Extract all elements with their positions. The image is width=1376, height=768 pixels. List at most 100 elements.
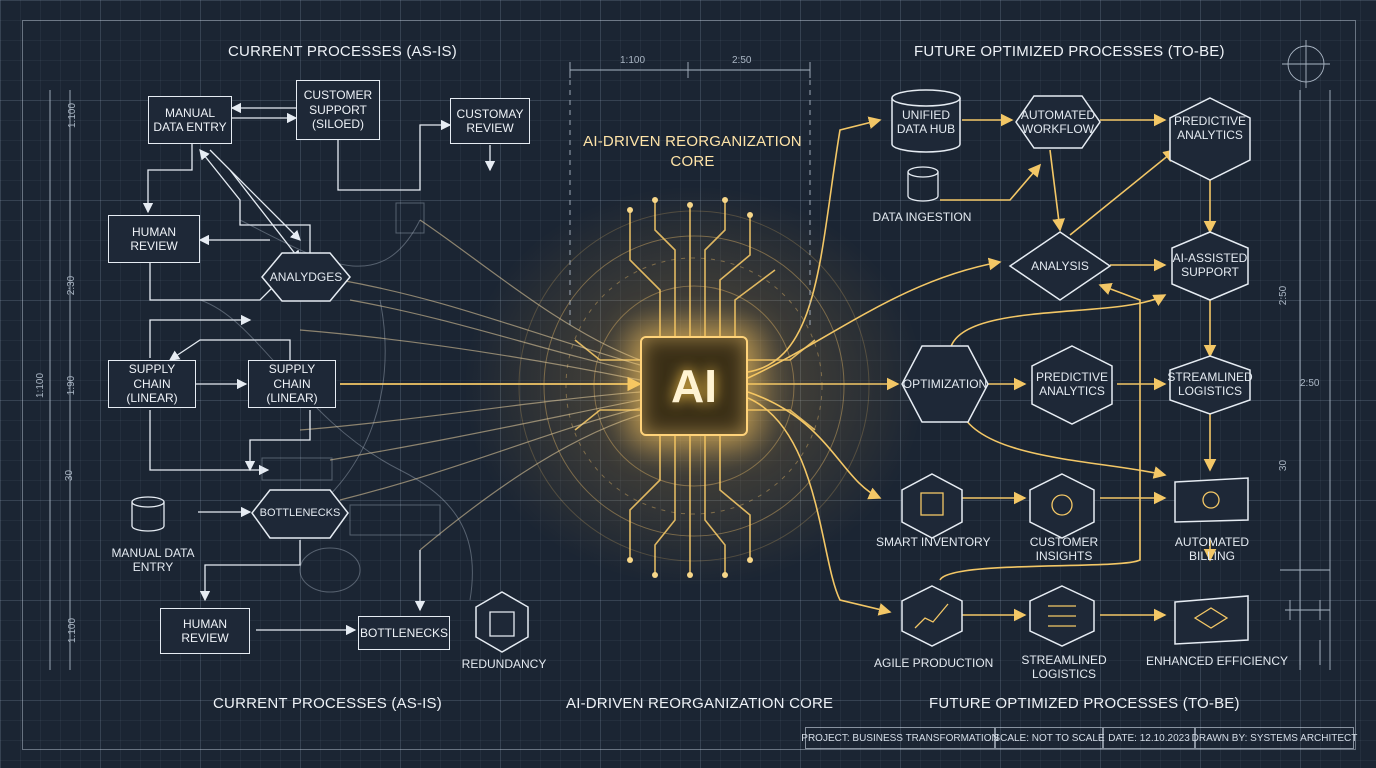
title-block-drawn-by: DRAWN BY: SYSTEMS ARCHITECT (1192, 727, 1357, 749)
flow-line (299, 391, 641, 431)
streamlined-logistics-label-2: STREAMLINED LOGISTICS (1021, 653, 1107, 682)
title-block-scale: SCALE: NOT TO SCALE (993, 727, 1105, 749)
circuit-trace (704, 436, 726, 575)
database-icon (907, 166, 939, 178)
box-icon (920, 492, 944, 516)
streamlined-logistics-hexagon (1169, 355, 1251, 415)
circuit-trace (719, 436, 751, 560)
tangle-line (239, 219, 421, 267)
human-review-box-1: HUMAN REVIEW (108, 215, 200, 263)
data-ingestion-label: DATA INGESTION (872, 210, 972, 224)
predictive-analytics-label-1: PREDICTIVE ANALYTICS (1173, 114, 1246, 143)
trace-node (687, 572, 693, 578)
customer-insights-hexagon (1029, 473, 1095, 539)
to-be-flow (1049, 149, 1065, 232)
tangle-rect (349, 504, 441, 536)
trace-node (652, 197, 658, 203)
dim-right-a: 2:50 (1278, 285, 1290, 306)
streamlined-logistics-label-1: STREAMLINED LOGISTICS (1167, 370, 1253, 399)
dim-left-e: 30 (64, 469, 76, 482)
analysis-label: ANALYSIS (1031, 259, 1089, 273)
dim-top-left: 1:100 (620, 55, 646, 66)
growth-chart-icon (914, 603, 949, 629)
analyses-label: ANALYDGES (269, 270, 343, 284)
dim-left-d: 1:90 (66, 375, 78, 396)
dim-left-b: 2:30 (66, 275, 78, 296)
unified-data-hub-cylinder (891, 98, 961, 153)
trace-node (722, 197, 728, 203)
circuit-trace (734, 269, 776, 336)
predictive-analytics-hexagon (1169, 97, 1251, 181)
dim-right-c: 30 (1278, 459, 1290, 472)
circuit-trace (654, 200, 676, 336)
tangle-ellipse (299, 547, 361, 593)
logistics-icon (1048, 605, 1076, 627)
tangle-rect (395, 202, 425, 234)
to-be-flow (1069, 148, 1177, 236)
gear-icon (1202, 491, 1220, 509)
database-icon-small (489, 611, 515, 637)
human-review-box-2: HUMAN REVIEW (160, 608, 250, 654)
trace-node (747, 557, 753, 563)
to-be-flow (949, 294, 1167, 351)
as-is-footer: CURRENT PROCESSES (AS-IS) (213, 695, 442, 712)
trace-node (627, 207, 633, 213)
flow-line (419, 414, 641, 551)
circuit-trace (704, 200, 726, 336)
core-ring (593, 285, 795, 487)
database-stack-icon (131, 496, 165, 508)
flow-line (339, 407, 641, 501)
as-is-connector (244, 410, 311, 472)
automated-workflow-label: AUTOMATED WORKFLOW (1020, 108, 1096, 137)
circuit-trace (654, 436, 676, 575)
symbol-marks (1280, 569, 1330, 665)
dimension-line (569, 62, 811, 78)
supply-chain-box-2: SUPPLY CHAIN (LINEAR) (248, 360, 336, 408)
automated-billing-frame (1174, 477, 1249, 523)
bottlenecks-label-1: BOTTLENECKS (259, 507, 341, 519)
as-is-connector (199, 540, 301, 602)
insight-icon (1051, 494, 1073, 516)
title-block-project: PROJECT: BUSINESS TRANSFORMATION (801, 727, 999, 749)
to-be-flow (747, 257, 1002, 379)
flow-line (419, 219, 641, 361)
core-ring (565, 257, 823, 515)
agile-production-hexagon (901, 585, 963, 647)
drawing-frame (22, 20, 1356, 750)
as-is-connector (168, 339, 291, 361)
enhanced-efficiency-frame (1174, 595, 1249, 645)
manual-data-entry-box: MANUAL DATA ENTRY (148, 96, 232, 144)
analysis-diamond (1008, 231, 1112, 301)
as-is-connector (142, 144, 193, 214)
customer-review-box: CUSTOMAY REVIEW (450, 98, 530, 144)
tangle-line (299, 299, 386, 521)
agile-production-label: AGILE PRODUCTION (874, 656, 994, 670)
as-is-connector (149, 314, 252, 358)
as-is-connector (199, 148, 311, 255)
core-ring (518, 210, 870, 562)
enhanced-efficiency-label: ENHANCED EFFICIENCY (1146, 654, 1289, 668)
customer-insights-label: CUSTOMER INSIGHTS (1029, 535, 1099, 564)
circuit-trace (748, 409, 816, 431)
trace-node (687, 202, 693, 208)
supply-chain-box-1: SUPPLY CHAIN (LINEAR) (108, 360, 196, 408)
title-block-date: DATE: 12.10.2023 (1103, 727, 1195, 749)
cylinder-top (891, 89, 961, 107)
customer-support-box: CUSTOMER SUPPORT (SILOED) (296, 80, 380, 140)
tangle-rect (261, 457, 333, 481)
circuit-trace (719, 215, 751, 336)
flow-line (349, 299, 641, 373)
ai-core-chip: AI (640, 336, 748, 436)
core-ring (543, 235, 845, 537)
tangle-line (199, 299, 473, 601)
ai-label: AI (671, 360, 717, 412)
unified-data-hub-label: UNIFIED DATA HUB (896, 108, 956, 137)
trace-node (627, 557, 633, 563)
ai-support-hexagon (1171, 231, 1249, 301)
manual-data-entry-label-2: MANUAL DATA ENTRY (111, 546, 195, 575)
flow-line (299, 329, 641, 381)
dim-left-c: 1:100 (35, 372, 47, 399)
trace-node (722, 572, 728, 578)
to-be-header: FUTURE OPTIMIZED PROCESSES (TO-BE) (914, 43, 1225, 60)
smart-inventory-hexagon (901, 473, 963, 539)
